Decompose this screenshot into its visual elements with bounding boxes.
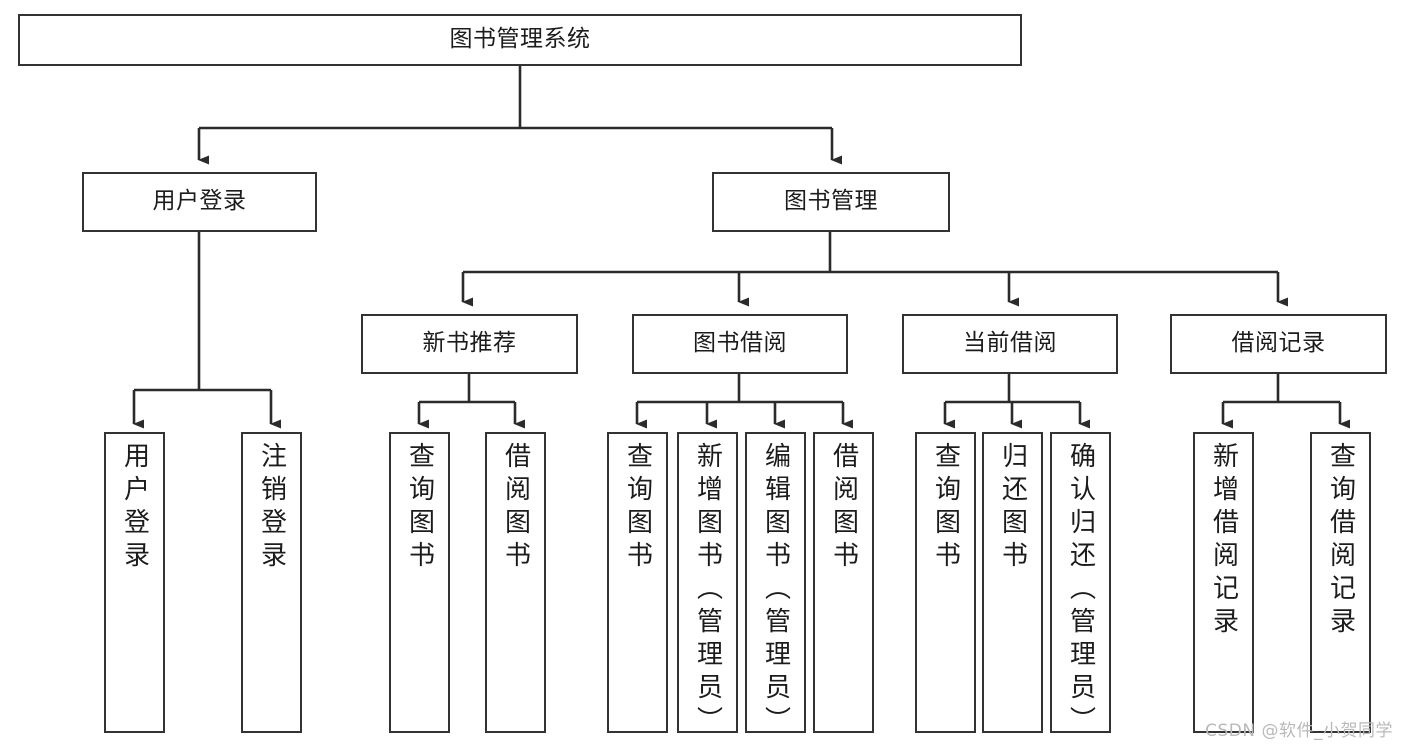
node-leaf-edit-book[interactable]: 编辑图书（管理员）	[745, 432, 806, 739]
node-user-login[interactable]: 用户登录	[82, 172, 317, 232]
node-leaf-borrow-book-2[interactable]: 借阅图书	[813, 432, 874, 733]
node-leaf-user-login[interactable]: 用户登录	[104, 432, 165, 733]
node-root-label: 图书管理系统	[449, 26, 591, 53]
node-leaf-query-book-2-label: 查询图书	[622, 442, 653, 574]
node-leaf-query-book-1[interactable]: 查询图书	[389, 432, 450, 733]
node-leaf-logout-login[interactable]: 注销登录	[241, 432, 302, 733]
node-leaf-user-login-label: 用户登录	[119, 442, 150, 574]
watermark: CSDN @软件_小贺同学	[1205, 721, 1393, 741]
node-leaf-query-record-label: 查询借阅记录	[1325, 442, 1356, 640]
node-leaf-borrow-book-1-label: 借阅图书	[500, 442, 531, 574]
node-user-login-label: 用户登录	[152, 188, 247, 215]
node-leaf-confirm-return-label: 确认归还（管理员）	[1065, 442, 1096, 739]
node-leaf-query-book-3-label: 查询图书	[930, 442, 961, 574]
node-book-manage[interactable]: 图书管理	[712, 172, 950, 232]
node-borrow-record[interactable]: 借阅记录	[1170, 314, 1387, 374]
node-leaf-return-book[interactable]: 归还图书	[982, 432, 1043, 733]
node-leaf-query-book-3[interactable]: 查询图书	[915, 432, 976, 733]
node-leaf-borrow-book-1[interactable]: 借阅图书	[485, 432, 546, 733]
node-leaf-logout-login-label: 注销登录	[256, 442, 287, 574]
node-new-book-recommend[interactable]: 新书推荐	[361, 314, 578, 374]
node-leaf-confirm-return[interactable]: 确认归还（管理员）	[1050, 432, 1111, 739]
node-leaf-query-book-2[interactable]: 查询图书	[607, 432, 668, 733]
node-current-borrow[interactable]: 当前借阅	[902, 314, 1118, 374]
node-new-book-recommend-label: 新书推荐	[422, 330, 517, 357]
node-current-borrow-label: 当前借阅	[963, 330, 1057, 357]
node-root[interactable]: 图书管理系统	[18, 14, 1022, 66]
node-leaf-add-book[interactable]: 新增图书（管理员）	[677, 432, 738, 739]
node-leaf-return-book-label: 归还图书	[997, 442, 1028, 574]
node-leaf-add-record-label: 新增借阅记录	[1208, 442, 1239, 640]
node-leaf-add-book-label: 新增图书（管理员）	[692, 442, 723, 739]
node-leaf-borrow-book-2-label: 借阅图书	[828, 442, 859, 574]
node-leaf-query-record[interactable]: 查询借阅记录	[1310, 432, 1371, 733]
node-borrow-record-label: 借阅记录	[1231, 330, 1326, 357]
node-book-manage-label: 图书管理	[784, 188, 878, 215]
node-book-borrow-label: 图书借阅	[693, 330, 787, 357]
node-leaf-add-record[interactable]: 新增借阅记录	[1193, 432, 1254, 733]
node-book-borrow[interactable]: 图书借阅	[632, 314, 848, 374]
node-leaf-query-book-1-label: 查询图书	[404, 442, 435, 574]
node-leaf-edit-book-label: 编辑图书（管理员）	[760, 442, 791, 739]
